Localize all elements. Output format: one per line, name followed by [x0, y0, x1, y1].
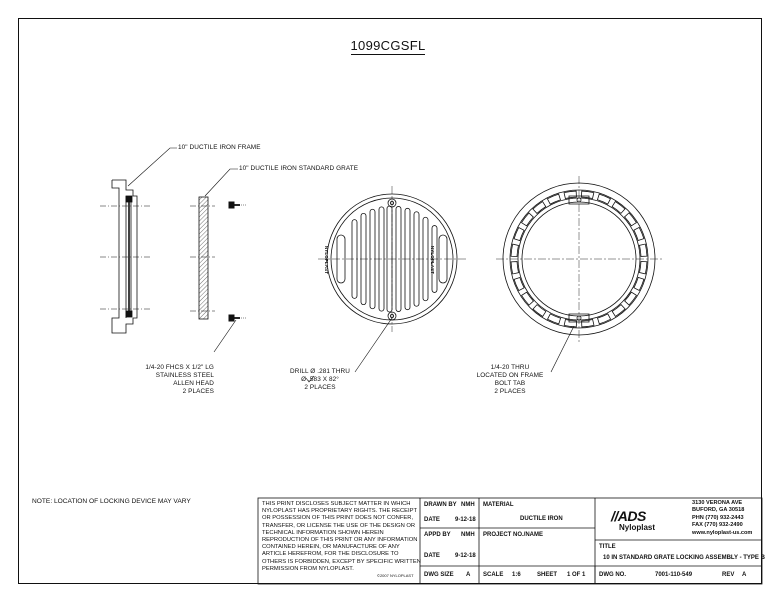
rev-label: REV: [722, 572, 735, 578]
scale-label: SCALE: [483, 572, 504, 578]
frame-slot: [633, 226, 645, 241]
frame-section-view: [100, 179, 150, 334]
grate-slot: [378, 206, 385, 312]
location-note: NOTE: LOCATION OF LOCKING DEVICE MAY VAR…: [32, 498, 191, 505]
grate-section-view: [190, 196, 215, 320]
scale-value: 1:6: [512, 572, 521, 578]
frame-slot: [546, 313, 562, 325]
sheet-label: SHEET: [537, 572, 558, 578]
leader-lines: [127, 147, 575, 373]
bolt-icon: [228, 201, 246, 209]
proprietary-disclaimer: THIS PRINT DISCLOSES SUBJECT MATTER IN W…: [262, 501, 421, 572]
dwg-no-label: DWG NO.: [599, 572, 626, 578]
drawing-title: 1099CGSFL: [350, 38, 426, 55]
copyright: ©2007 NYLOPLAST: [377, 573, 414, 578]
material-label: MATERIAL: [483, 502, 514, 508]
frame-slot: [611, 303, 626, 317]
frame-slot: [623, 212, 637, 227]
frame-slot: [639, 261, 648, 275]
frame-slot: [521, 291, 535, 306]
grate-plan-view: [318, 186, 466, 332]
nyloplast-logo: Nyloplast: [619, 523, 656, 532]
tab-callout: 1/4-20 THRU LOCATED ON FRAME BOLT TAB 2 …: [476, 364, 544, 395]
frame-slot: [532, 201, 547, 215]
title-label: TITLE: [599, 544, 616, 550]
frame-slot: [597, 313, 612, 325]
grate-slot: [413, 211, 420, 307]
bolt-callout: 1/4-20 FHCS x 1/2" LG STAINLESS STEEL AL…: [145, 364, 214, 395]
project-label: PROJECT NO./NAME: [483, 532, 544, 538]
frame-slot: [513, 277, 525, 292]
material-value: DUCTILE IRON: [520, 516, 563, 522]
grate-callout: 10" DUCTILE IRON STANDARD GRATE: [239, 165, 359, 172]
grate-slot: [431, 225, 438, 293]
date1-value: 9-12-18: [455, 517, 476, 523]
grate-slot: [360, 212, 367, 306]
frame-slot: [596, 193, 612, 205]
grate-slot: [351, 219, 358, 299]
frame-plan-view: [496, 176, 662, 342]
date2-label: DATE: [424, 553, 440, 559]
date2-value: 9-12-18: [455, 553, 476, 559]
drawn-by-value: NMH: [461, 502, 475, 508]
appd-by-value: NMH: [461, 532, 475, 538]
dwg-size-value: A: [466, 572, 471, 578]
grate-slot: [422, 216, 429, 302]
frame-slot: [581, 190, 595, 199]
appd-by-label: APPD BY: [424, 532, 451, 538]
frame-slot: [510, 243, 519, 257]
sheet-value: 1 OF 1: [567, 572, 586, 578]
frame-slot: [546, 193, 561, 205]
company-address: 3130 VERONA AVE BUFORD, GA 30518 PHN (77…: [692, 500, 753, 536]
frame-slot: [563, 319, 577, 328]
dwg-no-value: 7001-110-549: [655, 572, 693, 578]
bolt-icon: [228, 314, 246, 322]
drawing-title-value: 10 IN STANDARD GRATE LOCKING ASSEMBLY - …: [603, 555, 765, 561]
frame-slot: [624, 291, 638, 306]
grate-slot: [395, 206, 402, 312]
frame-slot: [611, 200, 626, 214]
frame-slot: [532, 304, 547, 318]
frame-slot: [639, 243, 648, 257]
dwg-size-label: DWG SIZE: [424, 572, 454, 578]
sheet-border: [18, 18, 762, 584]
frame-slot: [513, 226, 525, 242]
frame-callout: 10" DUCTILE IRON FRAME: [178, 144, 261, 151]
ads-logo: //ADS: [611, 508, 646, 524]
date1-label: DATE: [424, 517, 440, 523]
drill-callout: DRILL Ø .281 THRU Ø .583 X 82° 2 PLACES: [290, 368, 350, 391]
rev-value: A: [742, 572, 747, 578]
frame-slot: [510, 261, 519, 275]
drawn-by-label: DRAWN BY: [424, 502, 457, 508]
frame-slot: [520, 212, 534, 227]
grate-slot: [404, 207, 411, 311]
grate-slot: [369, 208, 376, 310]
frame-slot: [633, 276, 645, 292]
